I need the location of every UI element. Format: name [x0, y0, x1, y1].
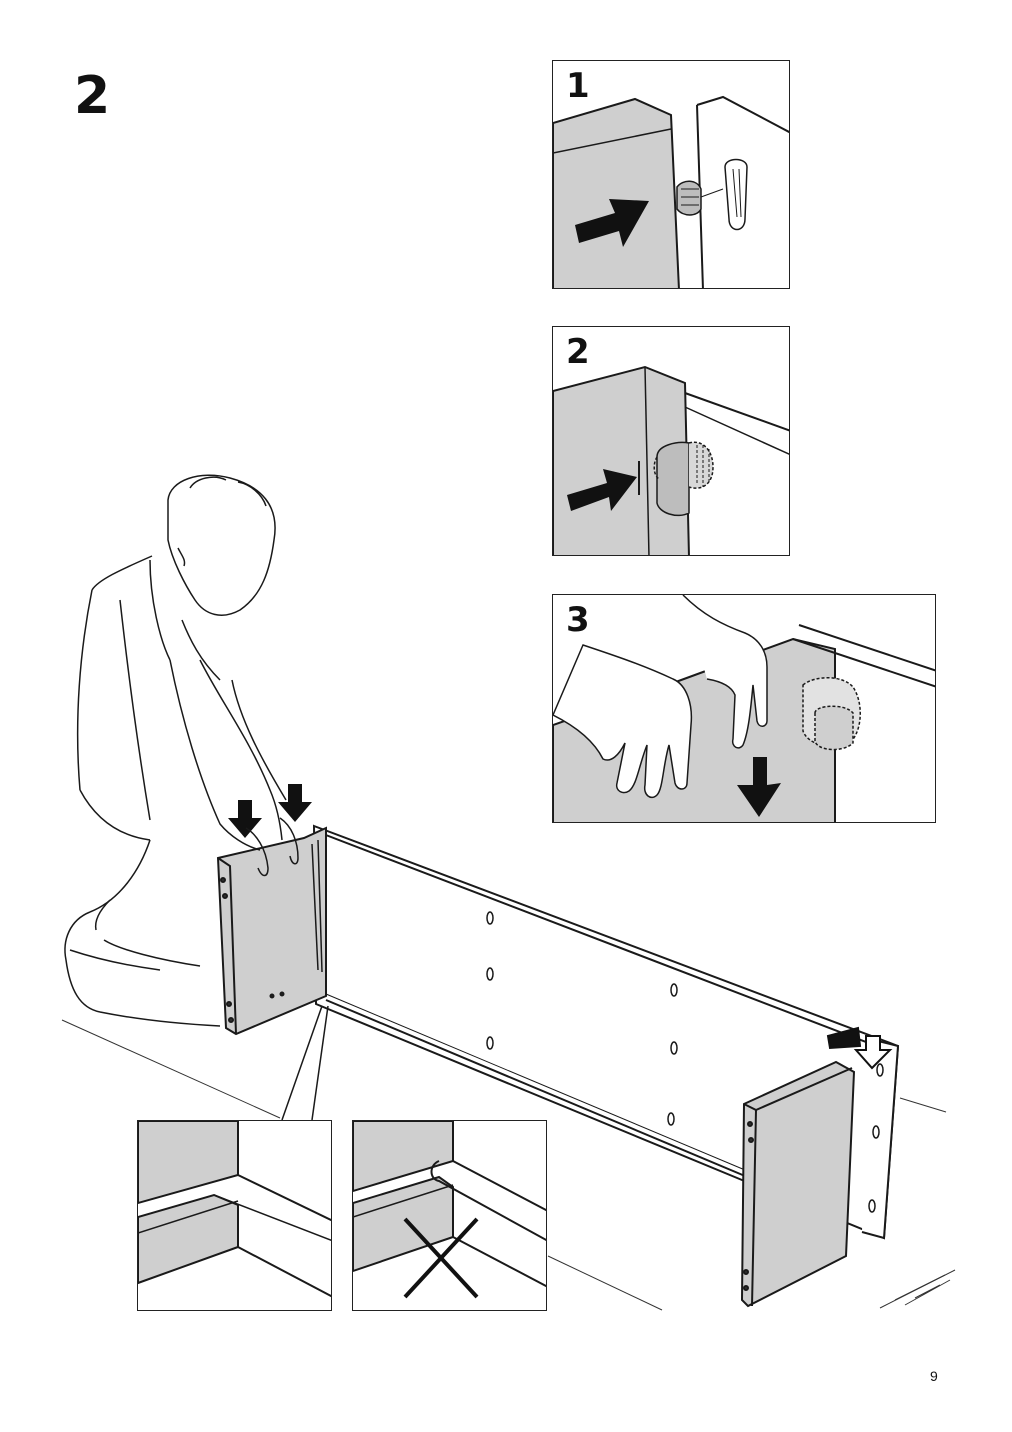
slide-arrow-icon [826, 1026, 893, 1070]
cross-icon [403, 1217, 479, 1299]
detail-box-3: 3 [552, 594, 936, 823]
detail-box-2: 2 [552, 326, 790, 556]
callout-correct-illustration [138, 1121, 331, 1310]
step-number: 2 [74, 66, 111, 126]
detail-label: 2 [566, 332, 590, 372]
callout-correct [137, 1120, 332, 1311]
callout-incorrect [352, 1120, 547, 1311]
callout-incorrect-illustration [353, 1121, 546, 1299]
callout-lines [281, 1005, 329, 1121]
push-arrow-icon [567, 469, 637, 511]
person-figure [64, 474, 299, 1027]
right-side-panel [740, 1060, 856, 1308]
page-number: 9 [930, 1368, 938, 1384]
down-arrow-icon [737, 757, 781, 817]
detail-2-illustration [553, 365, 789, 555]
left-side-panel [216, 826, 327, 1036]
detail-label: 3 [566, 600, 590, 640]
floor-lines [61, 1019, 956, 1311]
push-arrow-icon [575, 199, 649, 247]
detail-label: 1 [566, 66, 590, 106]
down-arrow-icon [228, 784, 312, 838]
hand-icon [553, 595, 768, 799]
detail-1-illustration [553, 95, 789, 288]
detail-box-1: 1 [552, 60, 790, 289]
detail-3-illustration [553, 595, 935, 822]
